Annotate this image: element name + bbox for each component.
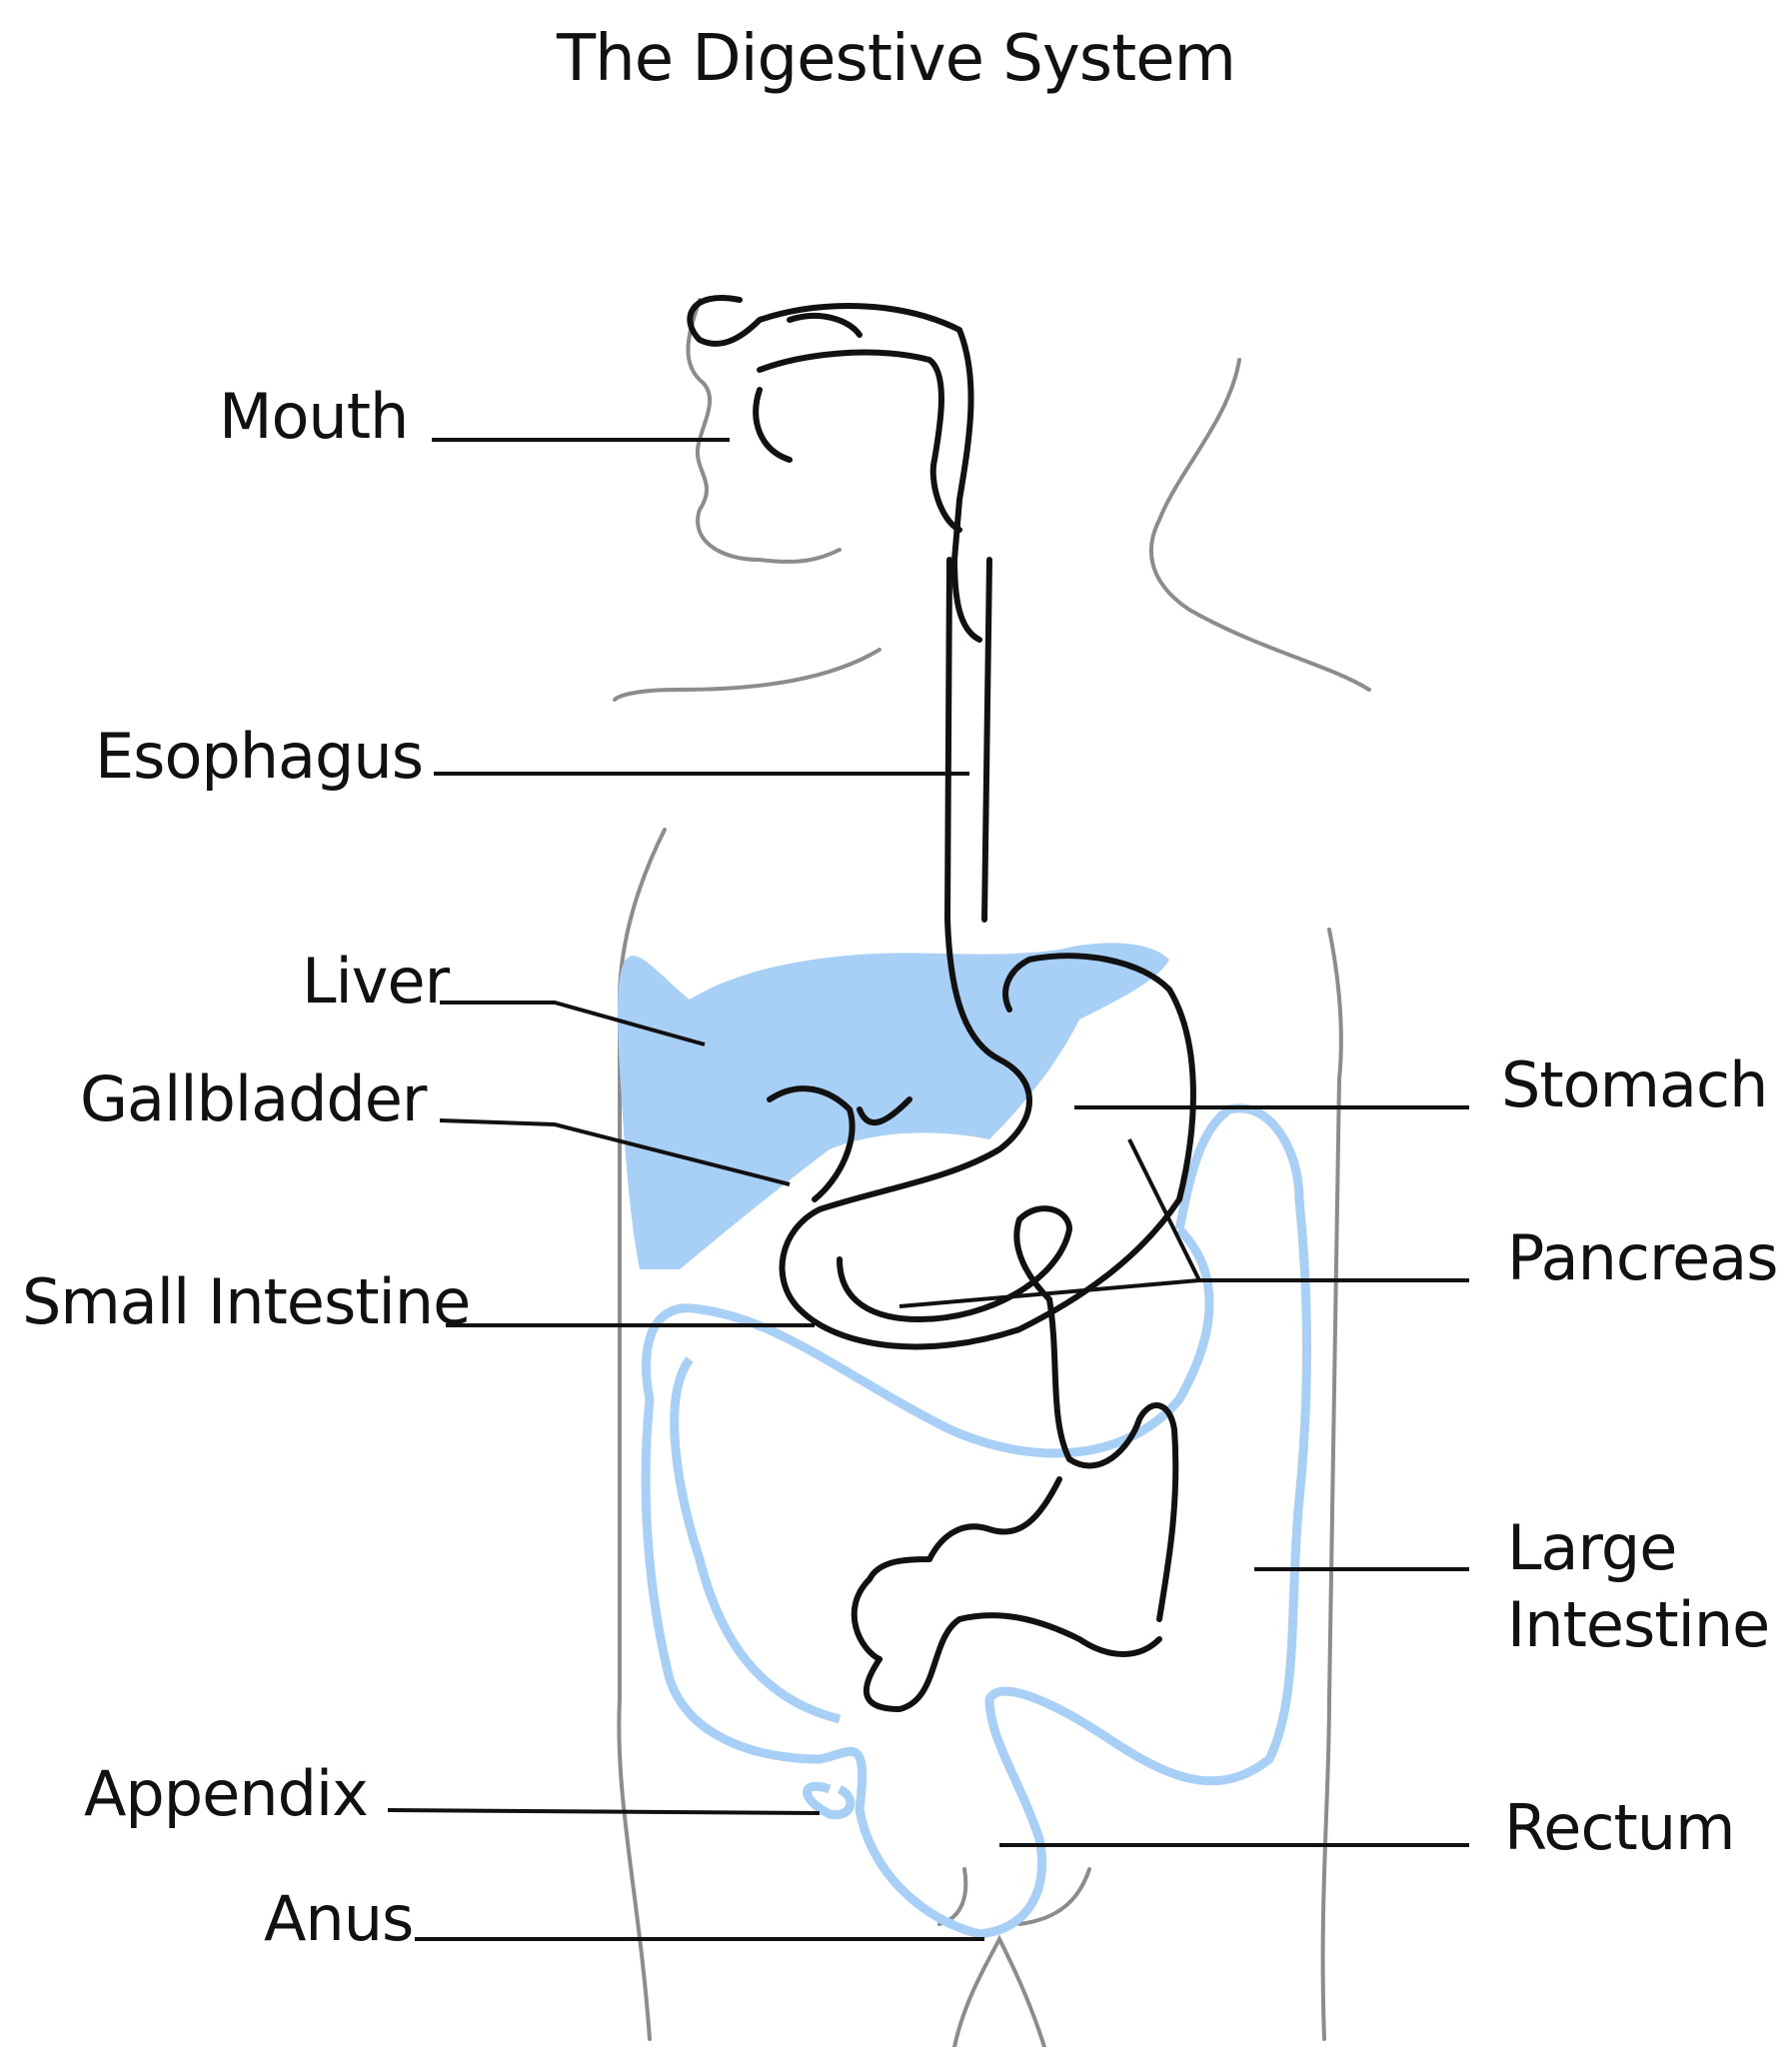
- label-esophagus: Esophagus: [95, 720, 424, 793]
- label-stomach: Stomach: [1501, 1048, 1768, 1121]
- label-rectum: Rectum: [1504, 1791, 1736, 1864]
- leader-lines: [387, 438, 1469, 1941]
- label-large-intestine-line1: Large: [1507, 1511, 1677, 1584]
- label-liver: Liver: [302, 945, 450, 1018]
- label-appendix: Appendix: [84, 1757, 369, 1830]
- large-intestine-shape: [641, 1103, 1311, 1939]
- label-gallbladder: Gallbladder: [80, 1062, 427, 1135]
- diagram-title: The Digestive System: [557, 22, 1236, 96]
- body-outline: [613, 298, 1371, 2047]
- label-small-intestine: Small Intestine: [22, 1265, 471, 1338]
- label-pancreas: Pancreas: [1507, 1221, 1779, 1294]
- liver-shape: [618, 943, 1169, 1269]
- label-anus: Anus: [264, 1882, 414, 1955]
- label-large-intestine-line2: Intestine: [1507, 1588, 1770, 1661]
- digestive-tract-ink: [687, 295, 1196, 1712]
- label-mouth: Mouth: [219, 380, 409, 453]
